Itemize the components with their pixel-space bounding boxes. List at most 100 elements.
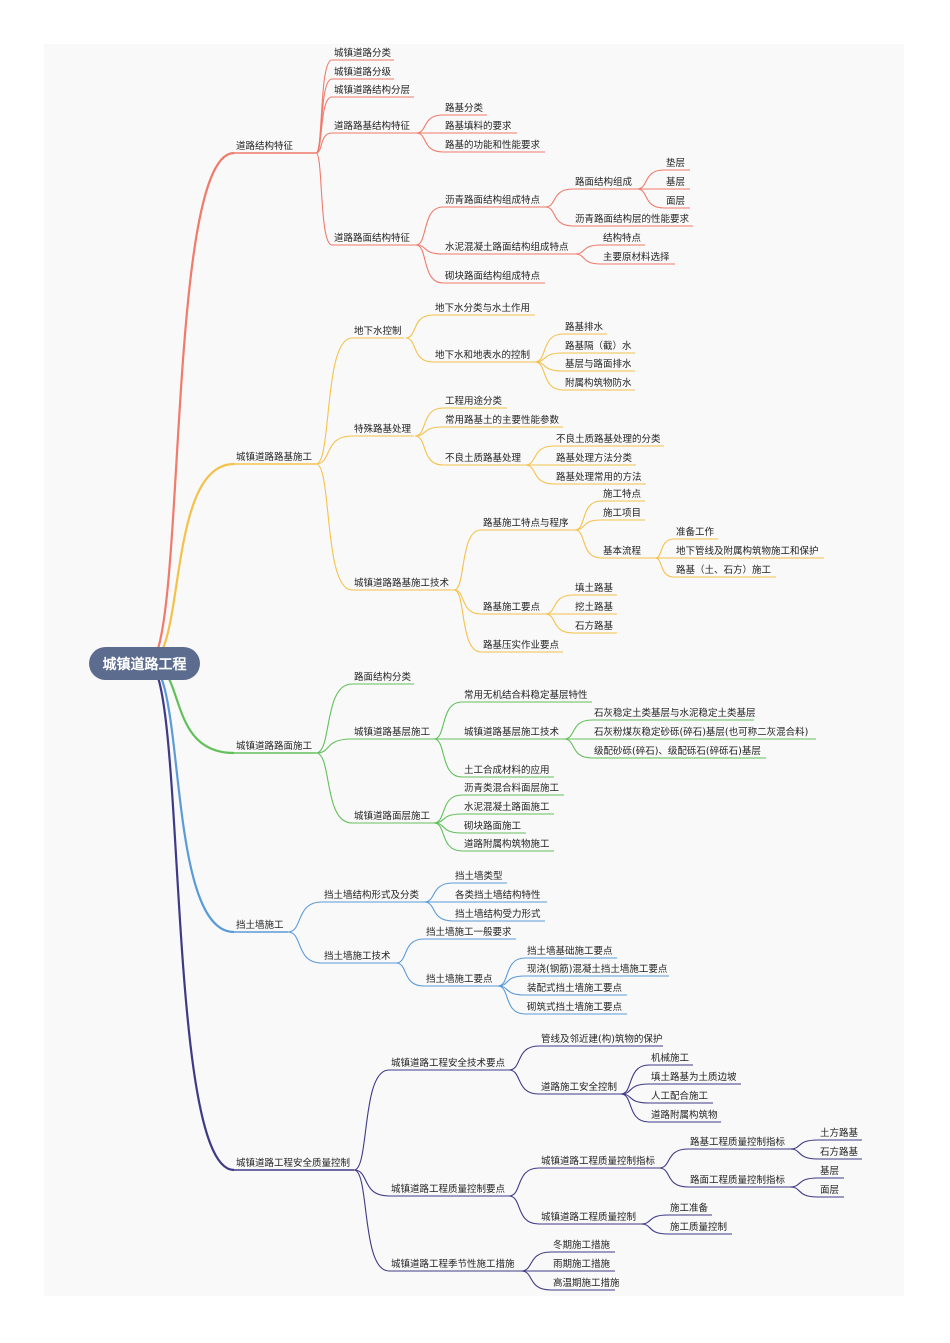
- node-label[interactable]: 路基压实作业要点: [483, 639, 560, 651]
- node-label[interactable]: 路基填料的要求: [445, 120, 512, 132]
- node-label[interactable]: 路基处理常用的方法: [556, 471, 642, 483]
- node-label[interactable]: 基层: [820, 1165, 839, 1177]
- node-label[interactable]: 城镇道路基层施工: [354, 726, 431, 738]
- node-label[interactable]: 道路附属构筑物: [651, 1109, 718, 1121]
- node-label[interactable]: 土工合成材料的应用: [464, 764, 550, 776]
- node-label[interactable]: 石灰稳定土类基层与水泥稳定土类基层: [594, 707, 756, 719]
- node-label[interactable]: 常用路基土的主要性能参数: [445, 414, 560, 426]
- node-label[interactable]: 地下水控制: [354, 325, 402, 337]
- node-label[interactable]: 不良土质路基处理: [445, 452, 522, 464]
- node-label[interactable]: 基层: [666, 176, 685, 188]
- node-label[interactable]: 施工项目: [603, 507, 641, 519]
- node-label[interactable]: 城镇道路路基施工技术: [354, 577, 450, 589]
- node-label[interactable]: 施工特点: [603, 488, 642, 500]
- node-label[interactable]: 城镇道路工程质量控制要点: [391, 1183, 506, 1195]
- node-label[interactable]: 道路结构特征: [236, 140, 294, 152]
- node-label[interactable]: 结构特点: [603, 232, 642, 244]
- node-label[interactable]: 施工准备: [670, 1202, 709, 1214]
- node-label[interactable]: 垫层: [666, 157, 685, 169]
- node-label[interactable]: 砌块路面结构组成特点: [445, 270, 541, 282]
- node-label[interactable]: 路基排水: [565, 321, 604, 333]
- node-label[interactable]: 挡土墙类型: [455, 870, 503, 882]
- node-label[interactable]: 城镇道路路面施工: [236, 740, 313, 752]
- node-label[interactable]: 填土路基: [575, 582, 614, 594]
- node-label[interactable]: 沥青类混合料面层施工: [464, 782, 560, 794]
- node-label[interactable]: 路面结构组成: [575, 176, 633, 188]
- node-label[interactable]: 路基处理方法分类: [556, 452, 633, 464]
- node-label[interactable]: 准备工作: [676, 526, 715, 538]
- node-label[interactable]: 挡土墙施工技术: [324, 950, 391, 962]
- node-label[interactable]: 机械施工: [651, 1052, 690, 1064]
- node-label[interactable]: 装配式挡土墙施工要点: [527, 982, 623, 994]
- node-label[interactable]: 路基施工要点: [483, 601, 541, 613]
- node-label[interactable]: 路基（土、石方）施工: [676, 564, 772, 576]
- node-label[interactable]: 城镇道路工程质量控制: [541, 1211, 636, 1223]
- connector-line: [405, 314, 434, 339]
- node-label[interactable]: 石方路基: [575, 620, 614, 632]
- node-label[interactable]: 砌筑式挡土墙施工要点: [527, 1001, 623, 1013]
- node-label[interactable]: 路面结构分类: [354, 671, 412, 683]
- node-label[interactable]: 挡土墙基础施工要点: [527, 945, 613, 957]
- node-label[interactable]: 施工质量控制: [670, 1221, 727, 1233]
- node-label[interactable]: 路基隔（截）水: [565, 340, 632, 352]
- node-label[interactable]: 挖土路基: [575, 601, 614, 613]
- node-label[interactable]: 道路附属构筑物施工: [464, 838, 550, 850]
- node-label[interactable]: 各类挡土墙结构特性: [455, 889, 541, 901]
- node-label[interactable]: 级配砂砾(碎石)、级配砾石(碎砾石)基层: [594, 745, 761, 757]
- node-label[interactable]: 水泥混凝土路面施工: [464, 801, 550, 813]
- node-label[interactable]: 面层: [666, 196, 685, 207]
- node-label[interactable]: 附属构筑物防水: [565, 377, 632, 389]
- connector-line: [640, 1223, 669, 1235]
- node-label[interactable]: 路基分类: [445, 102, 484, 114]
- node-label[interactable]: 城镇道路工程季节性施工措施: [391, 1258, 515, 1270]
- node-label[interactable]: 道路施工安全控制: [541, 1081, 617, 1093]
- node-label[interactable]: 高温期施工措施: [553, 1277, 620, 1289]
- node-label[interactable]: 城镇道路工程质量控制指标: [541, 1155, 656, 1167]
- node-label[interactable]: 常用无机结合料稳定基层特性: [464, 689, 588, 701]
- node-label[interactable]: 冬期施工措施: [553, 1239, 611, 1251]
- node-label[interactable]: 石灰粉煤灰稳定砂砾(碎石)基层(也可称二灰混合料): [594, 726, 808, 738]
- node-label[interactable]: 道路路基结构特征: [334, 120, 411, 132]
- node-label[interactable]: 沥青路面结构层的性能要求: [575, 213, 690, 225]
- node-label[interactable]: 水泥混凝土路面结构组成特点: [445, 241, 569, 253]
- node-label[interactable]: 城镇道路面层施工: [354, 810, 431, 822]
- node-label[interactable]: 填土路基为土质边坡: [651, 1071, 737, 1083]
- node-label[interactable]: 挡土墙结构形式及分类: [324, 889, 420, 901]
- node-label[interactable]: 特殊路基处理: [354, 423, 412, 435]
- node-label[interactable]: 人工配合施工: [651, 1090, 709, 1102]
- node-label[interactable]: 主要原材料选择: [603, 251, 670, 263]
- node-label[interactable]: 城镇道路工程安全质量控制: [236, 1157, 350, 1169]
- root-node[interactable]: 城镇道路工程: [89, 647, 200, 680]
- node-label[interactable]: 现浇(钢筋)混凝土挡土墙施工要点: [527, 963, 668, 975]
- node-label[interactable]: 路基工程质量控制指标: [690, 1136, 786, 1148]
- node-label[interactable]: 面层: [820, 1185, 839, 1196]
- node-label[interactable]: 管线及邻近建(构)筑物的保护: [541, 1033, 662, 1045]
- node-label[interactable]: 土方路基: [820, 1127, 859, 1139]
- node-label[interactable]: 地下水分类与水土作用: [435, 302, 530, 314]
- node-label[interactable]: 城镇道路分类: [334, 47, 392, 59]
- node-label[interactable]: 城镇道路结构分层: [334, 84, 410, 96]
- node-label[interactable]: 地下水和地表水的控制: [435, 349, 530, 361]
- node-label[interactable]: 沥青路面结构组成特点: [445, 194, 541, 206]
- node-label[interactable]: 路基施工特点与程序: [483, 517, 569, 529]
- node-label[interactable]: 石方路基: [820, 1146, 859, 1158]
- node-label[interactable]: 地下管线及附属构筑物施工和保护: [676, 545, 819, 557]
- node-label[interactable]: 挡土墙施工一般要求: [426, 926, 512, 938]
- node-label[interactable]: 路面工程质量控制指标: [690, 1174, 786, 1186]
- node-label[interactable]: 不良土质路基处理的分类: [556, 433, 661, 445]
- connector-line: [315, 463, 353, 591]
- node-label[interactable]: 城镇道路分级: [334, 66, 392, 78]
- node-label[interactable]: 城镇道路工程安全技术要点: [391, 1057, 506, 1069]
- node-label[interactable]: 道路路面结构特征: [334, 232, 411, 244]
- node-label[interactable]: 基本流程: [603, 545, 642, 557]
- node-label[interactable]: 城镇道路路基施工: [236, 451, 313, 463]
- node-label[interactable]: 砌块路面施工: [464, 820, 522, 832]
- node-label[interactable]: 工程用途分类: [445, 395, 503, 407]
- node-label[interactable]: 挡土墙施工要点: [426, 973, 493, 985]
- node-label[interactable]: 基层与路面排水: [565, 358, 632, 370]
- node-label[interactable]: 雨期施工措施: [553, 1258, 611, 1270]
- node-label[interactable]: 城镇道路基层施工技术: [464, 726, 560, 738]
- node-label[interactable]: 挡土墙结构受力形式: [455, 908, 541, 920]
- node-label[interactable]: 挡土墙施工: [236, 919, 284, 931]
- node-label[interactable]: 路基的功能和性能要求: [445, 139, 541, 151]
